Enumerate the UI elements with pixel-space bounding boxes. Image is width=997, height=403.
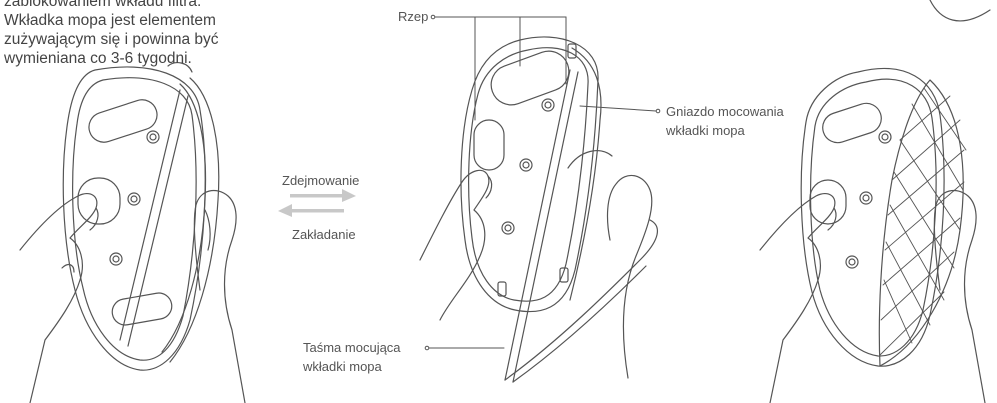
instruction-line-4: wymieniana co 3-6 tygodni. bbox=[4, 49, 219, 68]
label-velcro: Rzep bbox=[398, 8, 428, 26]
mop-module-center bbox=[420, 37, 657, 382]
label-strip-line1: Taśma mocująca bbox=[303, 339, 401, 357]
instruction-paragraph: zablokowaniem wkładu filtra. Wkładka mop… bbox=[4, 0, 219, 68]
label-install: Zakładanie bbox=[292, 226, 356, 244]
swap-arrows bbox=[278, 189, 356, 217]
mop-module-left bbox=[20, 63, 245, 403]
label-strip-line2: wkładki mopa bbox=[303, 358, 382, 376]
instruction-line-2: Wkładka mopa jest elementem bbox=[4, 11, 219, 30]
instruction-line-3: zużywającym się i powinna być bbox=[4, 30, 219, 49]
label-slot-line1: Gniazdo mocowania bbox=[666, 103, 784, 121]
callout-velcro bbox=[431, 15, 566, 120]
callout-strip bbox=[425, 346, 504, 350]
callout-slot bbox=[580, 106, 660, 113]
instruction-line-1: zablokowaniem wkładu filtra. bbox=[4, 0, 219, 11]
label-slot-line2: wkładki mopa bbox=[666, 122, 745, 140]
label-remove: Zdejmowanie bbox=[282, 172, 359, 190]
mop-module-right bbox=[760, 0, 990, 403]
